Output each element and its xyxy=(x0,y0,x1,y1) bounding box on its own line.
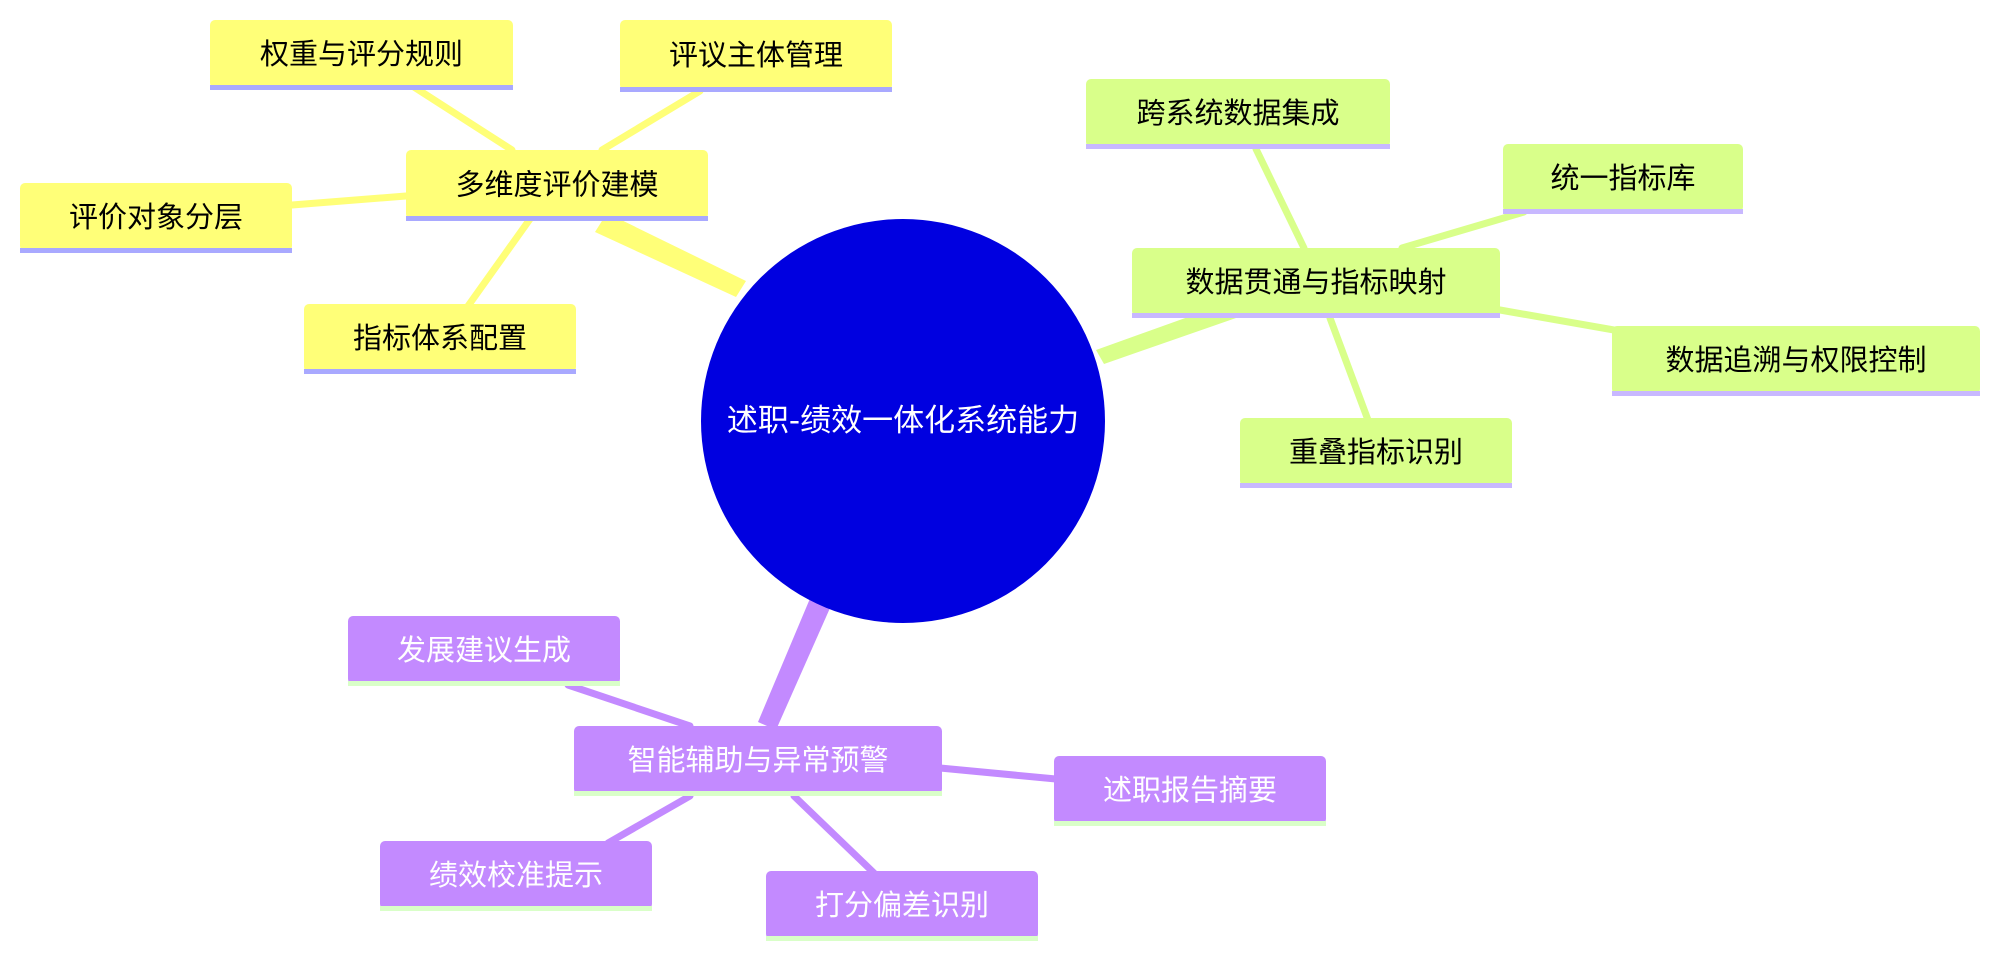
branch-3-box xyxy=(574,726,942,794)
leaf-1-3-label: 评价对象分层 xyxy=(69,200,243,234)
branch-2-underline xyxy=(1132,313,1500,318)
leaf-3-4-label: 打分偏差识别 xyxy=(815,888,989,922)
edge-b2-c4 xyxy=(1326,314,1372,424)
leaf-1-2-underline xyxy=(620,87,892,92)
leaf-node-1-2: 评议主体管理 xyxy=(620,20,892,92)
edge-b1-c3 xyxy=(288,192,410,209)
leaf-node-3-4: 打分偏差识别 xyxy=(766,871,1038,941)
leaf-node-1-1: 权重与评分规则 xyxy=(210,20,513,90)
leaf-2-3-box xyxy=(1612,326,1980,394)
edge-root-branch-1 xyxy=(595,213,746,297)
leaf-1-2-box xyxy=(620,20,892,90)
leaf-node-2-3: 数据追溯与权限控制 xyxy=(1612,326,1980,396)
leaf-1-4-label: 指标体系配置 xyxy=(353,321,527,355)
edge-b3-c1 xyxy=(564,681,694,730)
edge-b3-c4 xyxy=(790,792,878,877)
branch-node-1: 多维度评价建模 xyxy=(406,150,708,221)
leaf-3-3-underline xyxy=(380,906,652,911)
leaf-2-3-underline xyxy=(1612,391,1980,396)
branch-1-underline xyxy=(406,216,708,221)
root-circle xyxy=(701,219,1105,623)
leaf-2-4-box xyxy=(1240,418,1512,486)
leaf-2-1-label: 跨系统数据集成 xyxy=(1136,96,1339,130)
edge-root-branch-3 xyxy=(758,589,834,730)
leaf-node-3-3: 绩效校准提示 xyxy=(380,841,652,911)
leaf-2-1-underline xyxy=(1086,144,1390,149)
leaf-1-3-box xyxy=(20,183,292,251)
leaf-2-3-label: 数据追溯与权限控制 xyxy=(1665,343,1926,377)
leaf-1-4-underline xyxy=(304,369,576,374)
leaf-2-4-underline xyxy=(1240,483,1512,488)
root-label: 述职-绩效一体化系统能力 xyxy=(727,403,1079,439)
leaf-1-1-label: 权重与评分规则 xyxy=(260,37,463,71)
leaf-3-4-box xyxy=(766,871,1038,939)
edge-b1-c2 xyxy=(598,87,704,154)
leaf-1-1-box xyxy=(210,20,513,88)
leaf-3-4-underline xyxy=(766,936,1038,941)
branch-1-box xyxy=(406,150,708,219)
leaf-2-4-label: 重叠指标识别 xyxy=(1289,435,1463,469)
leaf-3-3-box xyxy=(380,841,652,909)
leaf-3-1-underline xyxy=(348,681,620,686)
leaf-node-2-2: 统一指标库 xyxy=(1503,144,1743,214)
leaf-node-2-4: 重叠指标识别 xyxy=(1240,418,1512,488)
branch-2-label: 数据贯通与指标映射 xyxy=(1185,265,1446,299)
edge-b1-c4 xyxy=(464,215,534,310)
branch-node-2: 数据贯通与指标映射 xyxy=(1132,248,1500,318)
leaf-2-1-box xyxy=(1086,79,1390,147)
leaf-node-1-4: 指标体系配置 xyxy=(304,304,576,374)
leaf-3-1-box xyxy=(348,616,620,684)
edge-b2-c1 xyxy=(1252,145,1308,252)
leaf-3-2-label: 述职报告摘要 xyxy=(1103,773,1277,807)
leaf-3-1-label: 发展建议生成 xyxy=(397,633,571,667)
leaf-3-3-label: 绩效校准提示 xyxy=(429,858,603,892)
leaf-2-2-underline xyxy=(1503,209,1743,214)
leaf-1-4-box xyxy=(304,304,576,372)
leaf-1-3-underline xyxy=(20,248,292,253)
leaf-3-2-underline xyxy=(1054,821,1326,826)
leaf-3-2-box xyxy=(1054,756,1326,824)
edge-b1-c1 xyxy=(410,83,516,154)
branch-2-box xyxy=(1132,248,1500,316)
branch-node-3: 智能辅助与异常预警 xyxy=(574,726,942,796)
leaf-node-3-1: 发展建议生成 xyxy=(348,616,620,686)
edge-b2-c2 xyxy=(1398,208,1528,252)
leaf-2-2-label: 统一指标库 xyxy=(1550,161,1695,195)
edge-b3-c2 xyxy=(936,764,1060,783)
edge-b2-c3 xyxy=(1496,306,1618,334)
leaf-2-2-box xyxy=(1503,144,1743,212)
branch-3-underline xyxy=(574,791,942,796)
leaf-edges xyxy=(288,83,1618,877)
leaf-node-3-2: 述职报告摘要 xyxy=(1054,756,1326,826)
branch-3-label: 智能辅助与异常预警 xyxy=(627,743,888,777)
branch-1-label: 多维度评价建模 xyxy=(455,168,658,202)
leaf-node-1-3: 评价对象分层 xyxy=(20,183,292,253)
leaf-node-2-1: 跨系统数据集成 xyxy=(1086,79,1390,149)
leaf-1-1-underline xyxy=(210,85,513,90)
edge-b3-c3 xyxy=(604,792,694,847)
leaf-1-2-label: 评议主体管理 xyxy=(669,38,843,72)
root-node: 述职-绩效一体化系统能力 xyxy=(701,219,1105,623)
